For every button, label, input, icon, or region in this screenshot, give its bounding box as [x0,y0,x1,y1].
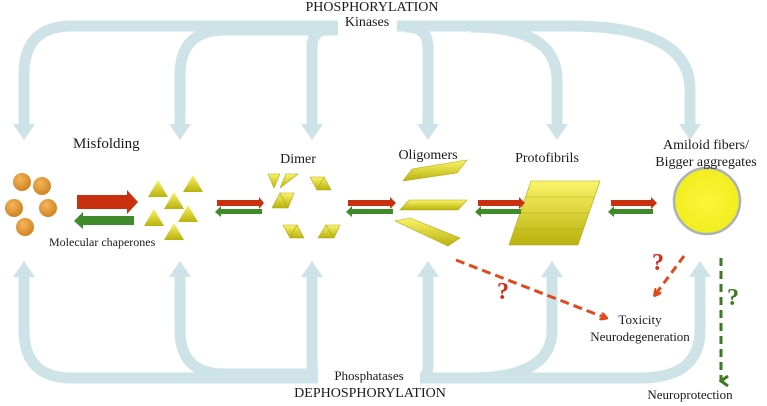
misfolded-protein-icon [164,223,184,240]
oligomer-strip-icon [394,217,461,247]
misfolded-protein-icon [183,175,203,192]
misfolded-protein-icon [164,192,184,209]
forward-arrow-icon [611,197,657,209]
dimer-icon [282,224,305,239]
reverse-arrow-icon [475,206,521,217]
equilibrium-native-misfolded [74,190,138,229]
phosphatase-branch-dimer [306,275,320,382]
phosphorylation-label: PHOSPHORYLATION [305,0,439,15]
dimer-icon [271,192,295,209]
kinase-branch-dimer [306,21,339,125]
arrowhead-icon [13,124,35,140]
protofibril [508,180,601,246]
native-protein-icon [16,218,34,236]
oligomers [394,159,468,247]
arrowhead-icon [417,261,439,277]
misfolded-protein-icon [144,209,164,226]
phosphatase-arrows [18,275,706,384]
kinase-trunk-right [397,20,696,125]
stage-label-oligomers: Oligomers [398,148,458,163]
phosphatase-branch-misfolding [18,275,318,384]
kinase-arrows [18,20,696,125]
arrowhead-icon [689,261,711,277]
arrowhead-icon [169,261,191,277]
phosphatase-trunk-right [420,275,706,384]
uncertainty-mark-fiber-toxicity: ? [652,250,664,276]
toxicity-label: Toxicity [618,312,662,327]
forward-arrow-icon [217,197,264,209]
phosphatase-branch-protofibrils [469,275,558,384]
native-protein-icon [13,173,31,191]
dimer-icon [317,224,341,239]
reverse-arrow-icon [74,212,134,229]
phosphatase-branch-oligomers [419,275,434,384]
arrowhead-icon [301,124,323,140]
reverse-arrow-icon [346,206,393,217]
equilibrium-protofibril-fiber [608,197,657,217]
stage-label-fibers-line2: Bigger aggregates [655,155,757,170]
stage-label-dimer: Dimer [280,152,316,167]
kinase-branch-monomer [174,24,338,125]
dephosphorylation-label: DEPHOSPHORYLATION [294,386,446,401]
amyloid-aggregate-icon [672,166,742,236]
oligomer-toxicity-arrow [455,258,606,318]
kinases-label: Kinases [344,15,390,30]
equilibrium-dimer-oligomer [346,197,396,217]
arrowhead-icon [417,124,439,140]
equilibrium-oligomer-protofibril [475,197,525,217]
stage-label-protofibrils: Protofibrils [515,151,579,166]
arrowhead-icon [13,261,35,277]
reverse-arrow-icon [215,206,262,217]
dimer-icon [267,173,299,189]
kinase-branch-oligomers [404,21,434,125]
phosphatases-label: Phosphatases [334,368,404,383]
phosphatase-arrowheads [13,261,711,277]
neuroprotection-label: Neuroprotection [647,387,733,402]
kinase-branch-misfolding [18,20,338,125]
stage-label-misfolding: Misfolding [73,136,140,152]
reverse-arrow-icon [608,206,653,217]
native-protein-icon [39,199,57,217]
neurodegeneration-label: Neurodegeneration [590,329,690,344]
oligomer-strip-icon [399,199,468,211]
chaperones-label: Molecular chaperones [49,235,156,249]
uncertainty-mark-neuroprotection: ? [727,285,739,311]
native-monomers [5,173,57,236]
forward-arrow-icon [478,197,525,209]
oligomer-strip-icon [402,159,468,182]
native-protein-icon [5,199,23,217]
uncertainty-mark-oligomer-toxicity: ? [497,279,509,305]
fiber-toxicity-arrow [655,255,686,295]
kinase-arrowheads [13,124,701,140]
stage-label-fibers-line1: Amiloid fibers/ [663,138,749,153]
arrowhead-icon [301,261,323,277]
arrowhead-icon [546,124,568,140]
arrowhead-icon [541,261,563,277]
arrowhead-icon [679,124,701,140]
kinase-branch-protofibrils [469,21,563,125]
dimer-icon [309,176,332,191]
dimers [267,173,341,239]
arrowhead-icon [169,124,191,140]
phosphatase-branch-monomer [174,275,318,380]
equilibrium-arrows [74,190,657,229]
equilibrium-misfolded-dimer [215,197,264,217]
misfolded-protein-icon [148,180,168,197]
misfolded-monomers [144,175,203,240]
forward-arrow-icon [348,197,396,209]
misfolded-protein-icon [178,205,198,222]
native-protein-icon [33,177,51,195]
forward-arrow-icon [77,190,138,214]
